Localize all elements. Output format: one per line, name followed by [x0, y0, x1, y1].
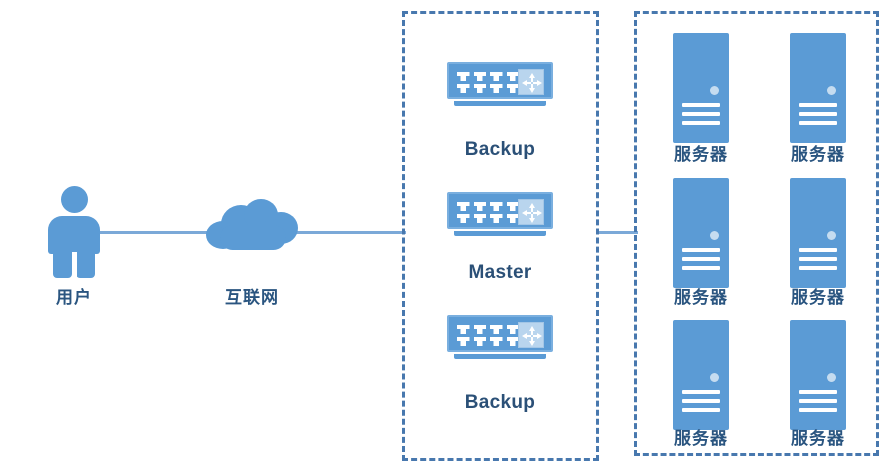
server-led-icon	[710, 373, 719, 382]
person-head-icon	[61, 186, 88, 213]
switch-ports-icon	[457, 325, 519, 346]
person-leg-left-icon	[53, 248, 72, 278]
server-icon	[790, 320, 846, 430]
switch-arrows-icon	[518, 69, 544, 95]
server-group-boundary	[634, 11, 879, 456]
switch-base	[454, 354, 546, 359]
server-led-icon	[710, 86, 719, 95]
switch-base	[454, 101, 546, 106]
server-led-icon	[827, 86, 836, 95]
switch-label-backup-bottom: Backup	[464, 392, 536, 413]
server-slots-icon	[799, 390, 837, 412]
person-torso-icon	[48, 216, 100, 254]
connector-switches-to-servers	[596, 231, 638, 234]
user-label: 用户	[56, 288, 92, 307]
switch-body	[447, 62, 553, 99]
switch-arrows-icon	[518, 322, 544, 348]
connector-user-to-internet	[84, 231, 224, 234]
switch-arrows-icon	[518, 199, 544, 225]
server-icon	[673, 33, 729, 143]
server-slots-icon	[682, 390, 720, 412]
switch-group-boundary	[402, 11, 599, 461]
server-led-icon	[827, 231, 836, 240]
person-leg-gap	[72, 252, 77, 278]
switch-label-master: Master	[468, 262, 532, 283]
server-label: 服务器	[674, 288, 728, 307]
server-icon	[790, 33, 846, 143]
server-slots-icon	[682, 248, 720, 270]
switch-base	[454, 231, 546, 236]
cloud-icon	[206, 199, 298, 251]
switch-label-backup-top: Backup	[464, 139, 536, 160]
network-switch-icon	[447, 315, 553, 360]
server-icon	[673, 320, 729, 430]
cloud-base	[220, 225, 286, 250]
server-label: 服务器	[791, 145, 845, 164]
server-label: 服务器	[791, 429, 845, 448]
server-slots-icon	[682, 103, 720, 125]
network-switch-icon	[447, 192, 553, 237]
internet-label: 互联网	[225, 288, 279, 307]
server-icon	[673, 178, 729, 288]
server-label: 服务器	[674, 145, 728, 164]
person-leg-right-icon	[76, 248, 95, 278]
server-label: 服务器	[674, 429, 728, 448]
switch-ports-icon	[457, 72, 519, 93]
connector-internet-to-switches	[286, 231, 406, 234]
network-switch-icon	[447, 62, 553, 107]
server-icon	[790, 178, 846, 288]
server-slots-icon	[799, 248, 837, 270]
person-icon	[46, 186, 102, 278]
server-led-icon	[827, 373, 836, 382]
switch-body	[447, 315, 553, 352]
server-slots-icon	[799, 103, 837, 125]
server-led-icon	[710, 231, 719, 240]
switch-ports-icon	[457, 202, 519, 223]
server-label: 服务器	[791, 288, 845, 307]
switch-body	[447, 192, 553, 229]
